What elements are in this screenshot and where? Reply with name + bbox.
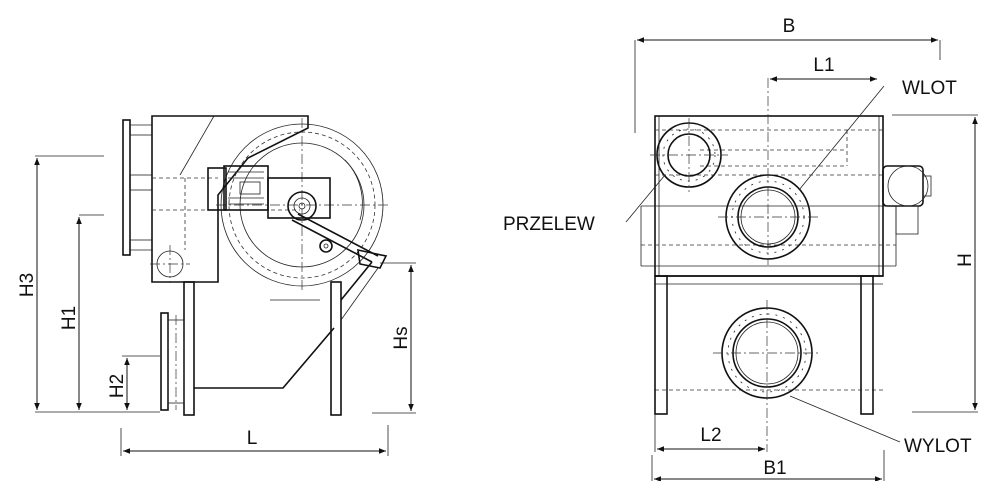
front-view: B L1 WLOT PRZELEW H L2 B1 WYLOT: [503, 16, 978, 481]
dim-label-l1: L1: [813, 55, 834, 76]
inlet-flange: [718, 78, 818, 265]
side-leg-left: [183, 281, 195, 416]
dim-label-h2: H2: [107, 374, 128, 398]
dim-label-b1: B1: [763, 458, 786, 479]
dim-label-h: H: [955, 253, 976, 267]
side-outlet-box: [194, 327, 335, 389]
dim-label-l2: L2: [700, 425, 721, 446]
leader-wlot: [798, 85, 885, 191]
leader-wylot: [789, 395, 901, 443]
side-leg-right: [330, 281, 342, 416]
side-tensioner-arm: [291, 213, 388, 269]
dim-label-hs: Hs: [391, 326, 412, 349]
side-housing: [151, 115, 309, 283]
callout-wlot: WLOT: [902, 78, 957, 99]
overflow-flange: [650, 118, 728, 192]
front-leg-right: [860, 275, 874, 415]
callout-przelew: PRZELEW: [503, 214, 595, 235]
dim-label-l: L: [247, 428, 258, 449]
dim-label-h3: H3: [17, 273, 38, 297]
front-motor-box: [882, 165, 932, 235]
front-leg-left: [654, 275, 668, 415]
side-drum-wheel: [216, 118, 388, 292]
dim-label-b: B: [783, 16, 796, 37]
callout-wylot: WYLOT: [904, 436, 972, 457]
leader-przelew: [625, 174, 666, 223]
side-inlet-flange: [122, 119, 131, 256]
side-motor: [207, 165, 331, 221]
dim-label-h1: H1: [59, 306, 80, 330]
side-outlet-flange: [160, 312, 169, 411]
outlet-flange: [713, 300, 821, 452]
side-view: H3 H1 H2 Hs L: [17, 115, 416, 456]
